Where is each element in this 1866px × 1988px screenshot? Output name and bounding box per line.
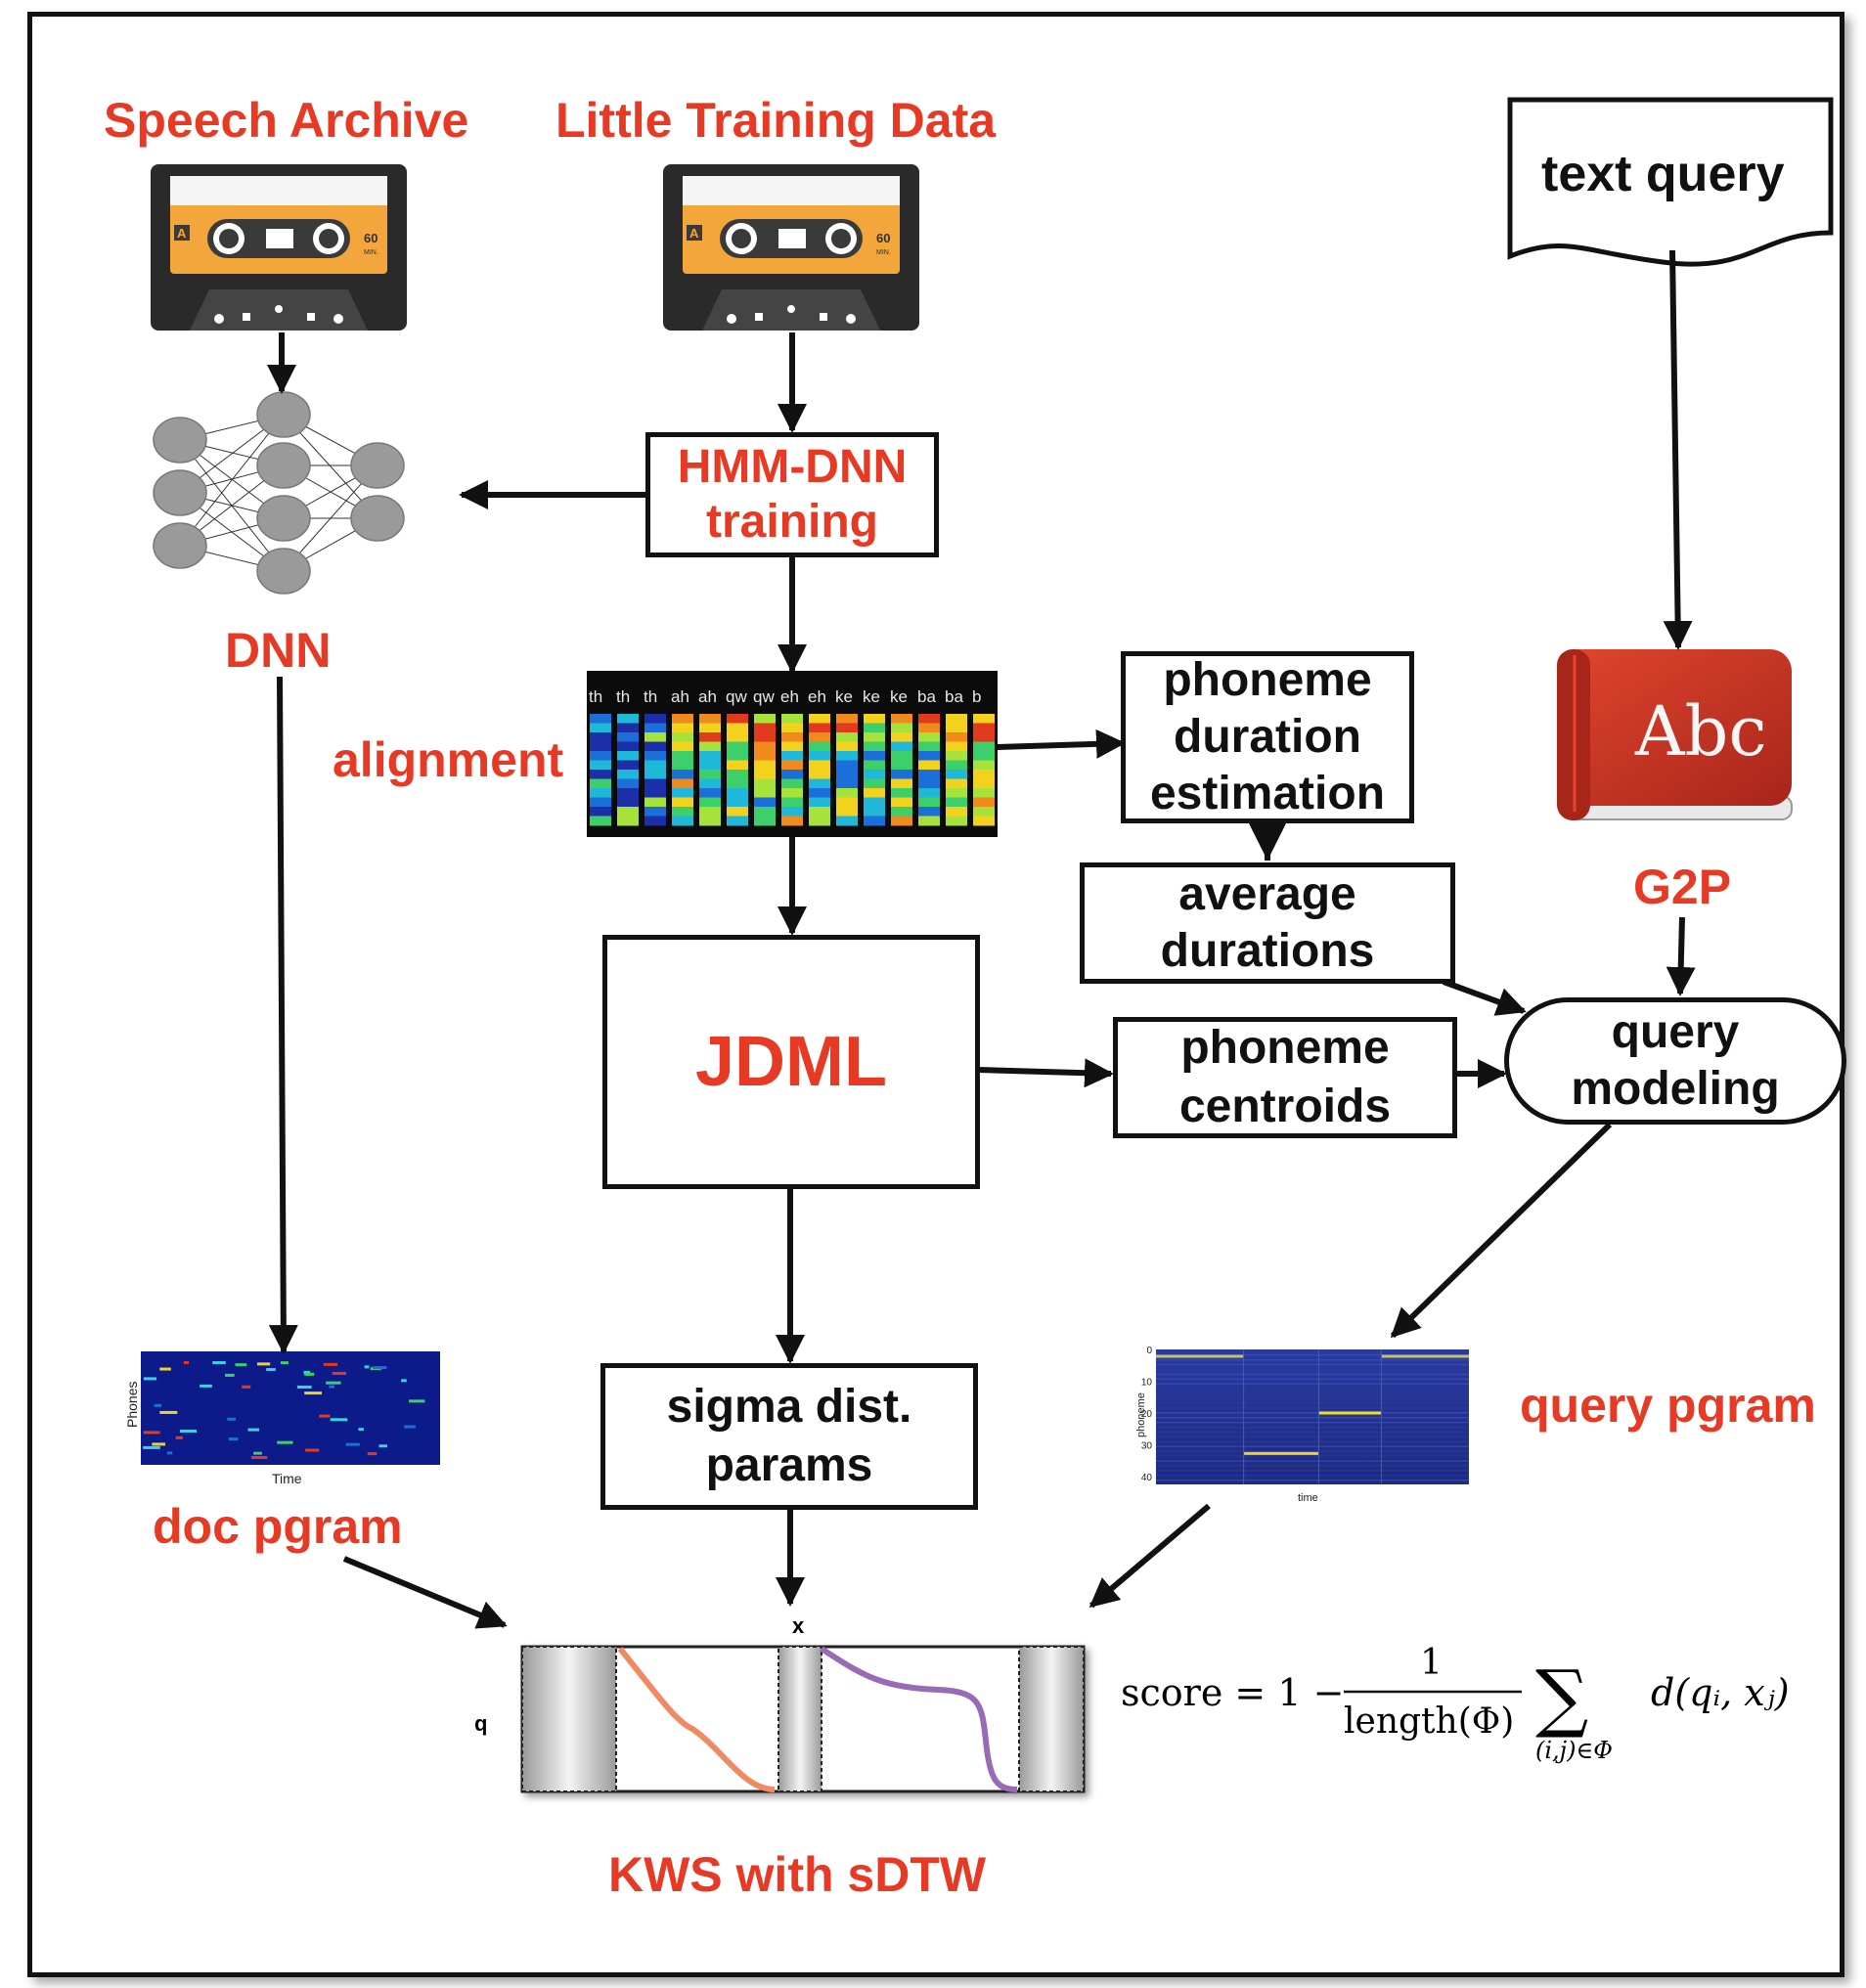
doc-pgram-ylabel: Phones <box>124 1382 140 1428</box>
dtw-x-label: x <box>792 1613 805 1638</box>
formula-sum-sub: (i,j)∈Φ <box>1535 1737 1613 1764</box>
query-pgram-ytick: 0 <box>1146 1346 1152 1356</box>
cassette-speech-archive-icon: A 60 MIN. <box>151 164 407 331</box>
alignment-phone-label: eh <box>780 687 799 706</box>
average-line1: average <box>1178 868 1356 920</box>
alignment-phone-label: qw <box>726 687 747 706</box>
cassette-side-label: A <box>177 226 187 241</box>
cassette-training-data-icon: A 60 MIN. <box>663 164 919 331</box>
phoneme-centroids-box: phoneme centroids <box>1113 1017 1457 1138</box>
hmm-dnn-line1: HMM-DNN <box>677 441 908 493</box>
query-modeling-line2: modeling <box>1571 1063 1780 1115</box>
query-pgram-ytick: 20 <box>1141 1409 1153 1420</box>
dnn-label: DNN <box>225 623 332 678</box>
query-pgram-ytick: 30 <box>1141 1441 1153 1452</box>
alignment-phone-label: qw <box>753 687 775 706</box>
alignment-phone-label: eh <box>808 687 826 706</box>
alignment-phone-label: ke <box>890 687 908 706</box>
flow-arrows <box>267 249 1696 1629</box>
arrow-query-to-qpgram <box>1390 1122 1613 1339</box>
alignment-phone-label: ah <box>698 687 717 706</box>
query-pgram-ylabel: phoneme <box>1135 1392 1147 1437</box>
text-query-label: text query <box>1541 146 1785 202</box>
arrow-alignment-to-duration <box>997 729 1126 759</box>
doc-pgram-image <box>141 1351 440 1465</box>
sigma-line1: sigma dist. <box>666 1381 912 1433</box>
cassette-min-label: MIN. <box>876 249 891 256</box>
duration-line2: duration <box>1174 711 1361 763</box>
arrow-duration-to-average-head <box>1248 821 1287 861</box>
cassette-minutes: 60 <box>876 231 890 245</box>
formula-lhs: score = 1 − <box>1121 1671 1344 1714</box>
duration-line3: estimation <box>1149 768 1386 819</box>
arrow-textquery-to-g2p <box>1663 249 1693 650</box>
formula-term: d(qᵢ, xⱼ) <box>1651 1671 1790 1714</box>
query-pgram-image <box>1156 1349 1469 1484</box>
arrow-dnn-to-docpgram <box>268 676 298 1354</box>
query-pgram-label: query pgram <box>1520 1378 1816 1433</box>
query-modeling-line1: query <box>1611 1006 1740 1058</box>
formula-sum: ∑ <box>1535 1654 1588 1741</box>
speech-archive-label: Speech Archive <box>104 93 469 148</box>
little-training-data-label: Little Training Data <box>555 93 997 148</box>
g2p-book-icon: Abc <box>1557 649 1793 820</box>
alignment-label: alignment <box>333 732 564 787</box>
cassette-minutes: 60 <box>364 231 378 245</box>
formula-numerator: 1 <box>1420 1643 1443 1683</box>
jdml-text: JDML <box>695 1023 887 1101</box>
formula-denominator: length(Φ) <box>1344 1701 1514 1742</box>
alignment-phone-label: th <box>589 687 602 706</box>
centroids-line1: phoneme <box>1180 1022 1390 1074</box>
alignment-phone-label: ba <box>917 687 936 706</box>
duration-line1: phoneme <box>1163 654 1372 706</box>
alignment-phone-label: b <box>972 687 981 706</box>
arrow-jdml-to-centroids <box>977 1058 1114 1088</box>
alignment-phone-label: ke <box>835 687 853 706</box>
average-line2: durations <box>1160 925 1375 977</box>
query-pgram-ytick: 40 <box>1141 1473 1153 1483</box>
query-pgram-xlabel: time <box>1298 1492 1318 1504</box>
alignment-phone-label: th <box>616 687 630 706</box>
doc-pgram-label: doc pgram <box>153 1499 403 1554</box>
g2p-label: G2P <box>1633 860 1732 914</box>
dtw-q-label: q <box>474 1711 487 1736</box>
cassette-min-label: MIN. <box>364 249 378 256</box>
query-pgram-ytick: 10 <box>1141 1378 1153 1389</box>
alignment-phone-label: th <box>644 687 657 706</box>
dtw-path-orange <box>617 1647 776 1792</box>
alignment-phone-label: ke <box>863 687 880 706</box>
dtw-path-purple <box>820 1646 1018 1792</box>
doc-pgram-xlabel: Time <box>272 1471 302 1486</box>
score-formula: score = 1 − 1 length(Φ) ∑ (i,j)∈Φ d(qᵢ, … <box>1121 1643 1790 1764</box>
book-abc-text: Abc <box>1634 691 1767 772</box>
arrow-average-to-query <box>1442 979 1527 1016</box>
alignment-phone-label: ah <box>671 687 689 706</box>
arrow-qpgram-to-sdtw <box>1088 1503 1211 1609</box>
hmm-dnn-line2: training <box>705 496 878 548</box>
kws-sdtw-label: KWS with sDTW <box>608 1847 987 1902</box>
neural-network-icon <box>153 391 405 595</box>
query-pgram-yticks: 0 10 20 30 40 <box>1141 1346 1153 1483</box>
sigma-params-box: sigma dist. params <box>600 1363 978 1510</box>
centroids-line2: centroids <box>1178 1081 1392 1132</box>
sigma-line2: params <box>705 1439 873 1491</box>
jdml-box: JDML <box>602 935 980 1189</box>
arrow-docpgram-to-sdtw <box>342 1556 508 1629</box>
arrow-g2p-to-query <box>1666 916 1696 996</box>
sdtw-diagram: x q <box>474 1613 1086 1793</box>
alignment-phone-label: ba <box>945 687 963 706</box>
cassette-side-label: A <box>689 226 699 241</box>
